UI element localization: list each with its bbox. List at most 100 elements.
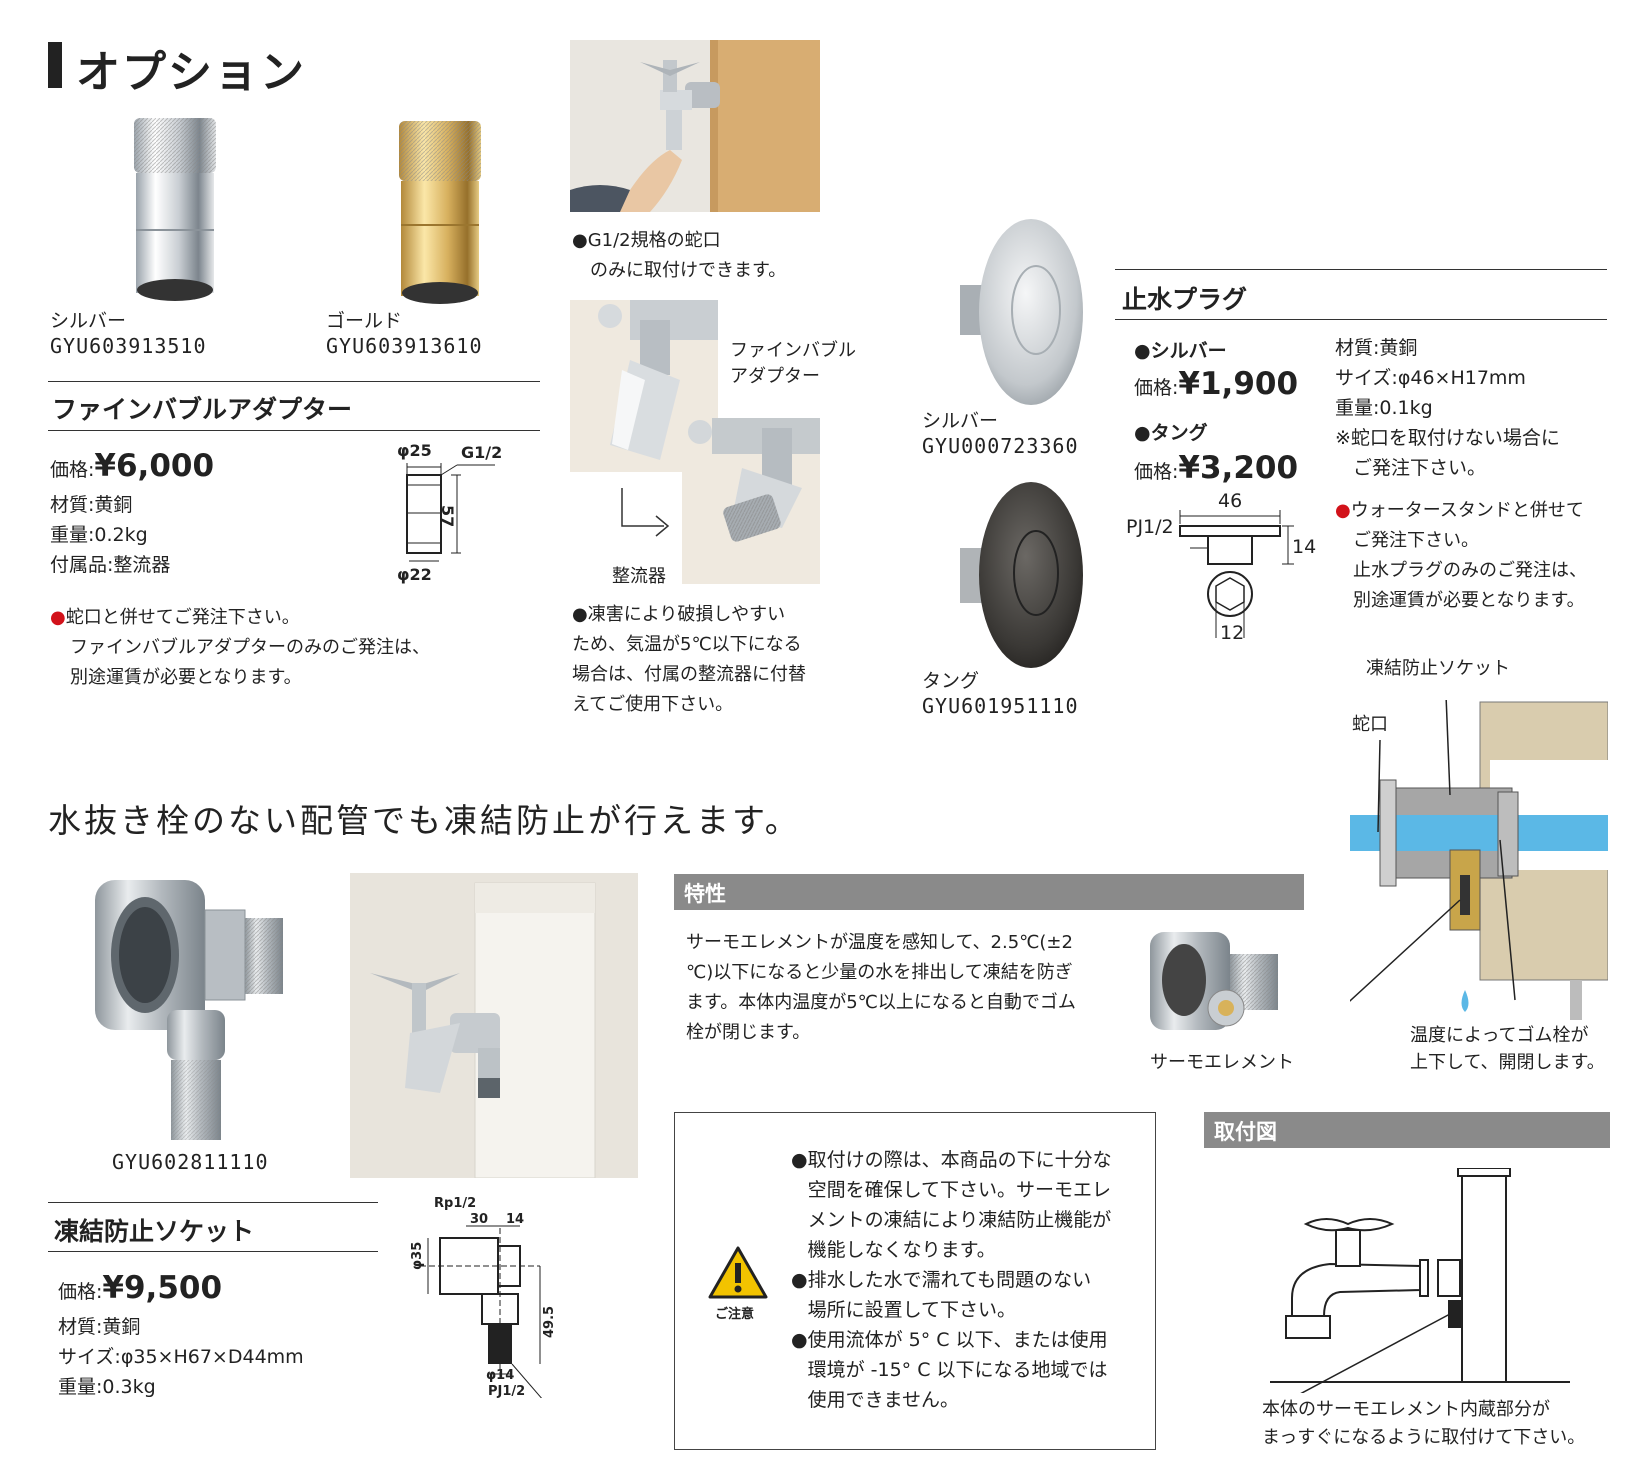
red-bullet-icon: ● <box>50 607 66 628</box>
plug-bottom-rule <box>1115 319 1607 320</box>
install-photo-adapter <box>570 300 718 472</box>
adapter-gold-label: ゴールド <box>326 310 403 332</box>
socket-lead: 水抜き栓のない配管でも凍結防止が行えます。 <box>48 801 801 840</box>
note-line: ファインバブルアダプターのみのご発注は、 <box>70 637 430 658</box>
text-line: 環境が -15° C 以下になる地域では <box>807 1359 1108 1381</box>
seiryuki-label: 整流器 <box>612 566 666 587</box>
dim-pj12: PJ1/2 <box>1126 516 1174 538</box>
plug-silver-photo <box>956 215 1086 410</box>
mount-bar: 取付図 <box>1204 1112 1610 1148</box>
note-line: 別途運賃が必要となります。 <box>1353 590 1585 611</box>
label-line: アダプター <box>730 366 820 387</box>
price-value: ¥1,900 <box>1178 366 1299 402</box>
install-photo-seiryuki <box>682 418 820 584</box>
option-name: シルバー <box>1150 340 1227 362</box>
plug-silver-label: シルバー <box>922 410 999 432</box>
spec-line: サイズ:φ35×H67×D44mm <box>58 1346 304 1368</box>
plug-specs: 材質:黄銅 サイズ:φ46×H17mm 重量:0.1kg ※蛇口を取付けない場合… <box>1335 333 1560 483</box>
note-line: G1/2規格の蛇口 <box>587 230 721 251</box>
dim-d22: φ22 <box>397 565 432 584</box>
socket-photo <box>95 870 295 1140</box>
spec-line: サイズ:φ46×H17mm <box>1335 367 1526 389</box>
option-name: タング <box>1150 422 1208 444</box>
socket-specs: 材質:黄銅 サイズ:φ35×H67×D44mm 重量:0.3kg <box>58 1312 304 1402</box>
dim-d14: φ14 <box>486 1368 515 1383</box>
note-line: のみに取付けできます。 <box>590 260 787 281</box>
features-text: サーモエレメントが温度を感知して、2.5℃(±2 ℃)以下になると少量の水を排出… <box>686 928 1076 1048</box>
mount-diagram <box>1260 1167 1570 1395</box>
socket-bottom-rule <box>48 1251 378 1252</box>
socket-code: GYU602811110 <box>112 1150 269 1174</box>
socket-price: 価格:¥9,500 <box>58 1270 222 1306</box>
socket-install-photo <box>350 873 638 1178</box>
text-line: 空間を確保して下さい。サーモエレ <box>807 1179 1112 1201</box>
dim-12: 12 <box>1220 622 1245 644</box>
mount-note: 本体のサーモエレメント内蔵部分が まっすぐになるように取付けて下さい。 <box>1262 1396 1585 1452</box>
cutaway-socket-label: 凍結防止ソケット <box>1366 658 1510 679</box>
note-line: 場合は、付属の整流器に付替 <box>572 664 806 685</box>
red-bullet-icon: ● <box>1335 500 1351 521</box>
spec-line: 重量:0.2kg <box>50 524 148 546</box>
adapter-bottom-rule <box>48 430 540 431</box>
adapter-silver-label: シルバー <box>50 310 127 332</box>
dim-14b: 14 <box>506 1212 525 1227</box>
caution-item: ● 使用流体が 5° C 以下、または使用 環境が -15° C 以下になる地域… <box>791 1325 1112 1415</box>
spec-line: ※蛇口を取付けない場合に <box>1335 427 1560 449</box>
price-value: ¥3,200 <box>1178 450 1299 486</box>
caution-label: ご注意 <box>715 1307 755 1322</box>
adapter-silver-code: GYU603913510 <box>50 334 207 358</box>
adapter-gold-photo <box>385 115 495 310</box>
fb-label: ファインバブル アダプター <box>730 338 856 390</box>
freeze-note: ●凍害により破損しやすい ため、気温が5℃以下になる 場合は、付属の整流器に付替… <box>572 600 806 720</box>
adapter-note: ●蛇口と併せてご発注下さい。 ファインバブルアダプターのみのご発注は、 別途運賃… <box>50 603 430 693</box>
dim-d35: φ35 <box>410 1241 425 1270</box>
caution-item: ● 排水した水で濡れても問題のない 場所に設置して下さい。 <box>791 1265 1112 1325</box>
cutaway-faucet-label: 蛇口 <box>1352 714 1388 735</box>
features-bar: 特性 <box>674 874 1304 910</box>
plug-tang-code: GYU601951110 <box>922 694 1079 718</box>
plug-tang-photo <box>956 478 1086 673</box>
dim-14: 14 <box>1292 536 1317 558</box>
spec-line: 材質:黄銅 <box>58 1316 141 1338</box>
thermo-label: サーモエレメント <box>1150 1052 1294 1073</box>
note-line: ウォータースタンドと併せて <box>1350 500 1584 521</box>
note-line: ご発注下さい。 <box>1353 530 1479 551</box>
cutaway-note: 温度によってゴム栓が 上下して、開閉します。 <box>1410 1022 1605 1076</box>
plug-note: ●ウォータースタンドと併せて ご発注下さい。 止水プラグのみのご発注は、 別途運… <box>1335 496 1587 616</box>
text-line: ℃)以下になると少量の水を排出して凍結を防ぎ <box>686 962 1073 983</box>
plug-opt1-price: 価格:¥1,900 <box>1134 366 1298 402</box>
price-value: ¥9,500 <box>102 1270 223 1306</box>
price-label: 価格: <box>1134 461 1179 483</box>
text-line: 使用流体が 5° C 以下、または使用 <box>807 1329 1108 1351</box>
adapter-top-rule <box>48 381 540 382</box>
caution-items: ● 取付けの際は、本商品の下に十分な 空間を確保して下さい。サーモエレ メントの… <box>791 1145 1112 1415</box>
note-line: 温度によってゴム栓が <box>1410 1025 1589 1046</box>
note-line: ため、気温が5℃以下になる <box>572 634 802 655</box>
price-label: 価格: <box>50 459 95 481</box>
install-photo-top <box>570 40 820 212</box>
spec-line: 重量:0.3kg <box>58 1376 156 1398</box>
adapter-dimension-drawing: φ25 G1/2 57 φ22 <box>395 441 535 595</box>
note-line: 止水プラグのみのご発注は、 <box>1353 560 1587 581</box>
socket-top-rule <box>48 1202 378 1203</box>
plug-dimension-drawing: 46 PJ1/2 14 12 <box>1126 490 1317 648</box>
text-line: ます。本体内温度が5℃以上になると自動でゴム <box>686 992 1076 1013</box>
socket-dimension-drawing: Rp1/2 30 14 φ35 49.5 φ14 PJ1/2 <box>410 1196 570 1409</box>
text-line: メントの凍結により凍結防止機能が <box>807 1209 1112 1231</box>
adapter-price: 価格:¥6,000 <box>50 448 214 484</box>
price-label: 価格: <box>58 1281 103 1303</box>
text-line: 排水した水で濡れても問題のない <box>807 1269 1092 1291</box>
page-title: オプション <box>76 47 306 98</box>
spec-line: ご発注下さい。 <box>1353 457 1487 479</box>
socket-heading: 凍結防止ソケット <box>54 1217 255 1246</box>
adapter-heading: ファインバブルアダプター <box>52 395 353 424</box>
text-line: 使用できません。 <box>807 1389 960 1411</box>
label-line: ファインバブル <box>730 340 856 361</box>
plug-opt2-price: 価格:¥3,200 <box>1134 450 1298 486</box>
plug-top-rule <box>1115 269 1607 270</box>
dim-g12: G1/2 <box>461 443 503 462</box>
plug-opt2-name: ●タング <box>1134 422 1208 444</box>
thermo-photo <box>1150 928 1290 1038</box>
note-line: 凍害により破損しやすい <box>587 604 786 625</box>
plug-tang-label: タング <box>922 670 980 692</box>
